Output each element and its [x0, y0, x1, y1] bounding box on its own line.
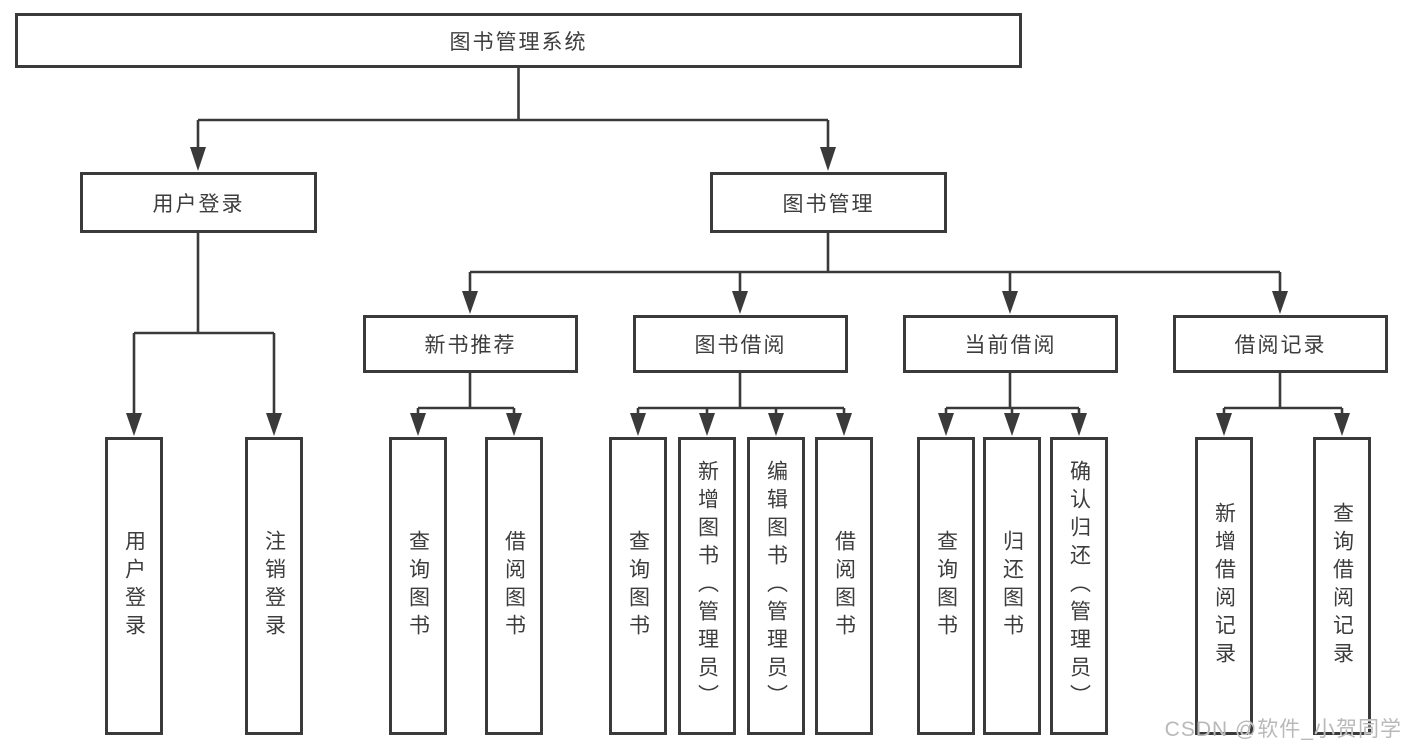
leaf-confirm-return-admin: 确认归还（管理员）: [1050, 437, 1108, 735]
leaf-edit-books-admin: 编辑图书（管理员）: [747, 437, 805, 735]
node-book-management: 图书管理: [710, 172, 947, 233]
leaf-user-login: 用户登录: [105, 437, 163, 735]
leaf-query-books-current: 查询图书: [917, 437, 975, 735]
leaf-add-books-admin: 新增图书（管理员）: [678, 437, 736, 735]
leaf-return-books: 归还图书: [983, 437, 1041, 735]
leaf-query-books-borrow: 查询图书: [609, 437, 667, 735]
leaf-logout: 注销登录: [245, 437, 303, 735]
leaf-borrow-books-recommend: 借阅图书: [485, 437, 543, 735]
leaf-query-borrow-record: 查询借阅记录: [1313, 437, 1371, 735]
node-new-book-recommendation: 新书推荐: [363, 315, 578, 373]
node-current-borrowing: 当前借阅: [903, 315, 1118, 373]
leaf-add-borrow-record: 新增借阅记录: [1195, 437, 1253, 735]
node-library-management-system: 图书管理系统: [15, 13, 1022, 68]
leaf-query-books-recommend: 查询图书: [389, 437, 447, 735]
node-book-borrowing: 图书借阅: [633, 315, 848, 373]
node-user-login: 用户登录: [80, 172, 317, 233]
leaf-borrow-books: 借阅图书: [815, 437, 873, 735]
csdn-watermark: CSDN @软件_小贺同学: [1164, 718, 1402, 741]
node-borrowing-records: 借阅记录: [1173, 315, 1388, 373]
